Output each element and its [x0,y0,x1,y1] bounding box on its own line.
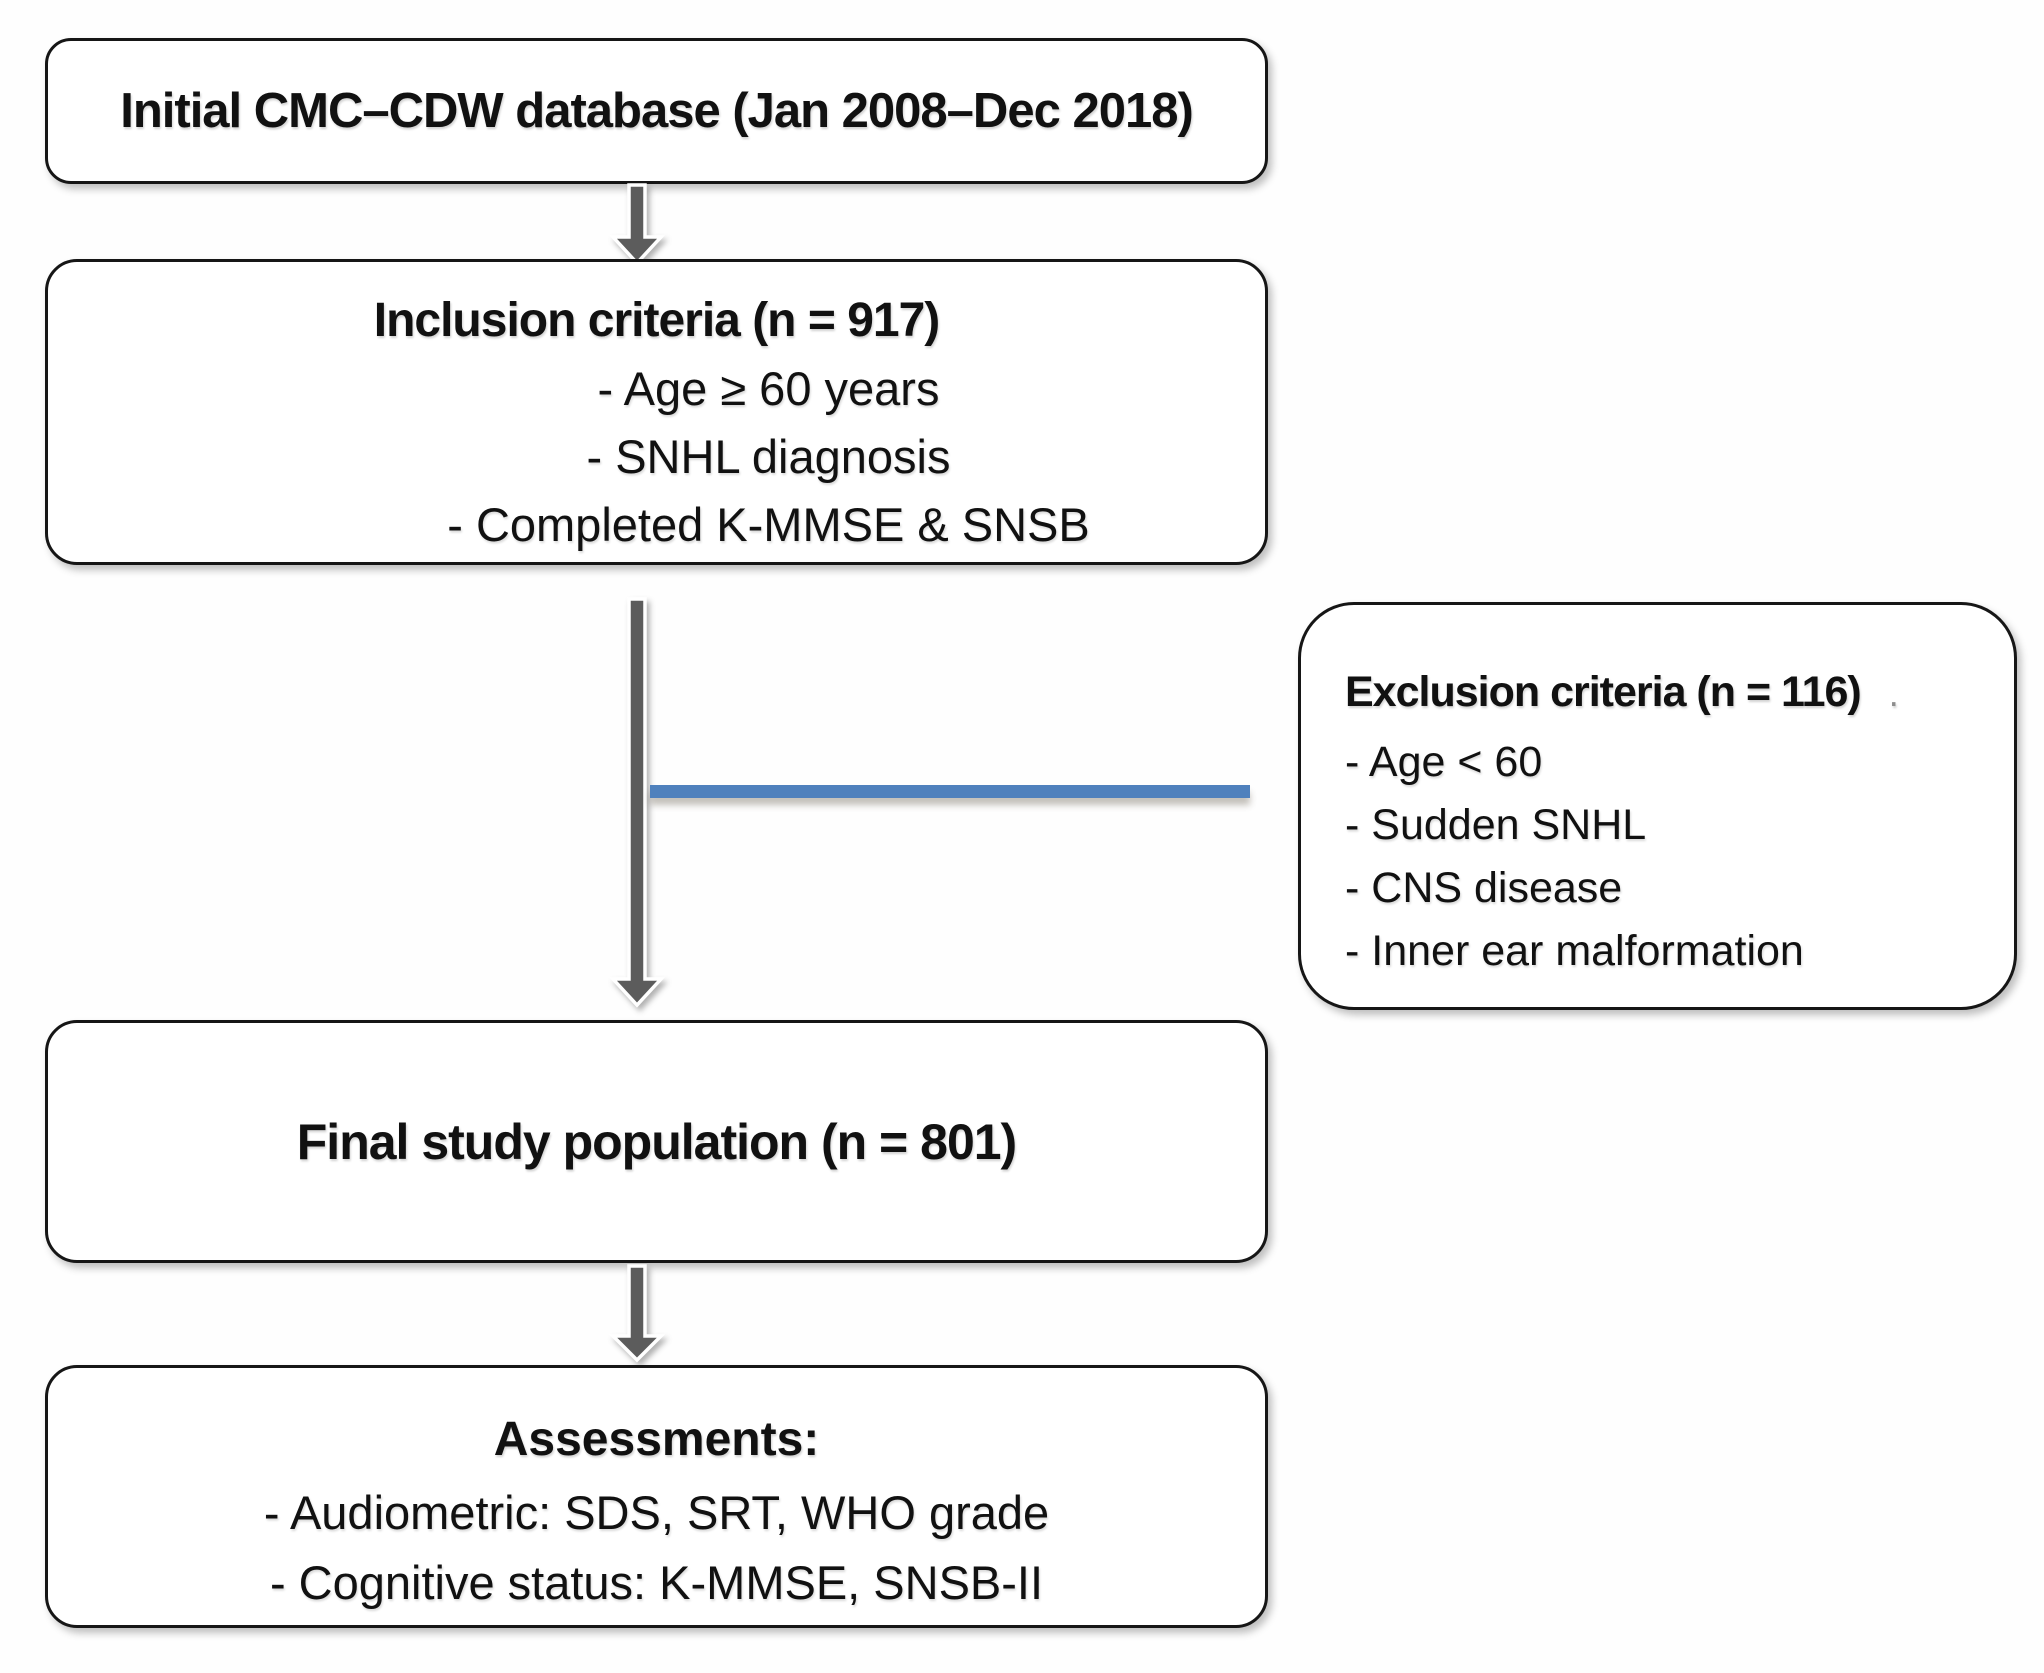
exclusion-item: - CNS disease [1345,864,1623,912]
box-initial-database: Initial CMC–CDW database (Jan 2008–Dec 2… [45,38,1268,184]
assessments-title: Assessments: [493,1412,820,1466]
inclusion-item: - Completed K-MMSE & SNSB [447,498,1090,551]
arrow-down-icon [609,1264,665,1363]
exclusion-criteria-title: Exclusion criteria (n = 116). [1345,655,1986,731]
stray-dot: . [1888,673,1899,714]
inclusion-item: - Age ≥ 60 years [597,362,940,415]
exclusion-item: - Inner ear malformation [1345,927,1804,975]
assessment-item: - Audiometric: SDS, SRT, WHO grade [263,1485,1050,1539]
exclusion-item: - Sudden SNHL [1345,801,1647,849]
final-population-title: Final study population (n = 801) [296,1113,1017,1170]
inclusion-criteria-title: Inclusion criteria (n = 917) [373,294,941,347]
initial-database-title: Initial CMC–CDW database (Jan 2008–Dec 2… [120,84,1194,138]
box-exclusion-criteria: Exclusion criteria (n = 116). - Age < 60… [1298,602,2017,1010]
box-inclusion-criteria: Inclusion criteria (n = 917) - Age ≥ 60 … [45,259,1268,565]
exclusion-connector-line [650,785,1250,798]
box-assessments: Assessments: - Audiometric: SDS, SRT, WH… [45,1365,1268,1628]
assessment-item: - Cognitive status: K-MMSE, SNSB-II [269,1555,1044,1609]
exclusion-criteria-title-text: Exclusion criteria (n = 116) [1345,668,1862,716]
box-final-population: Final study population (n = 801) [45,1020,1268,1263]
arrow-down-icon [609,183,665,266]
arrow-down-long-icon [609,597,665,1008]
inclusion-item: - SNHL diagnosis [586,430,951,483]
exclusion-item: - Age < 60 [1345,738,1543,786]
